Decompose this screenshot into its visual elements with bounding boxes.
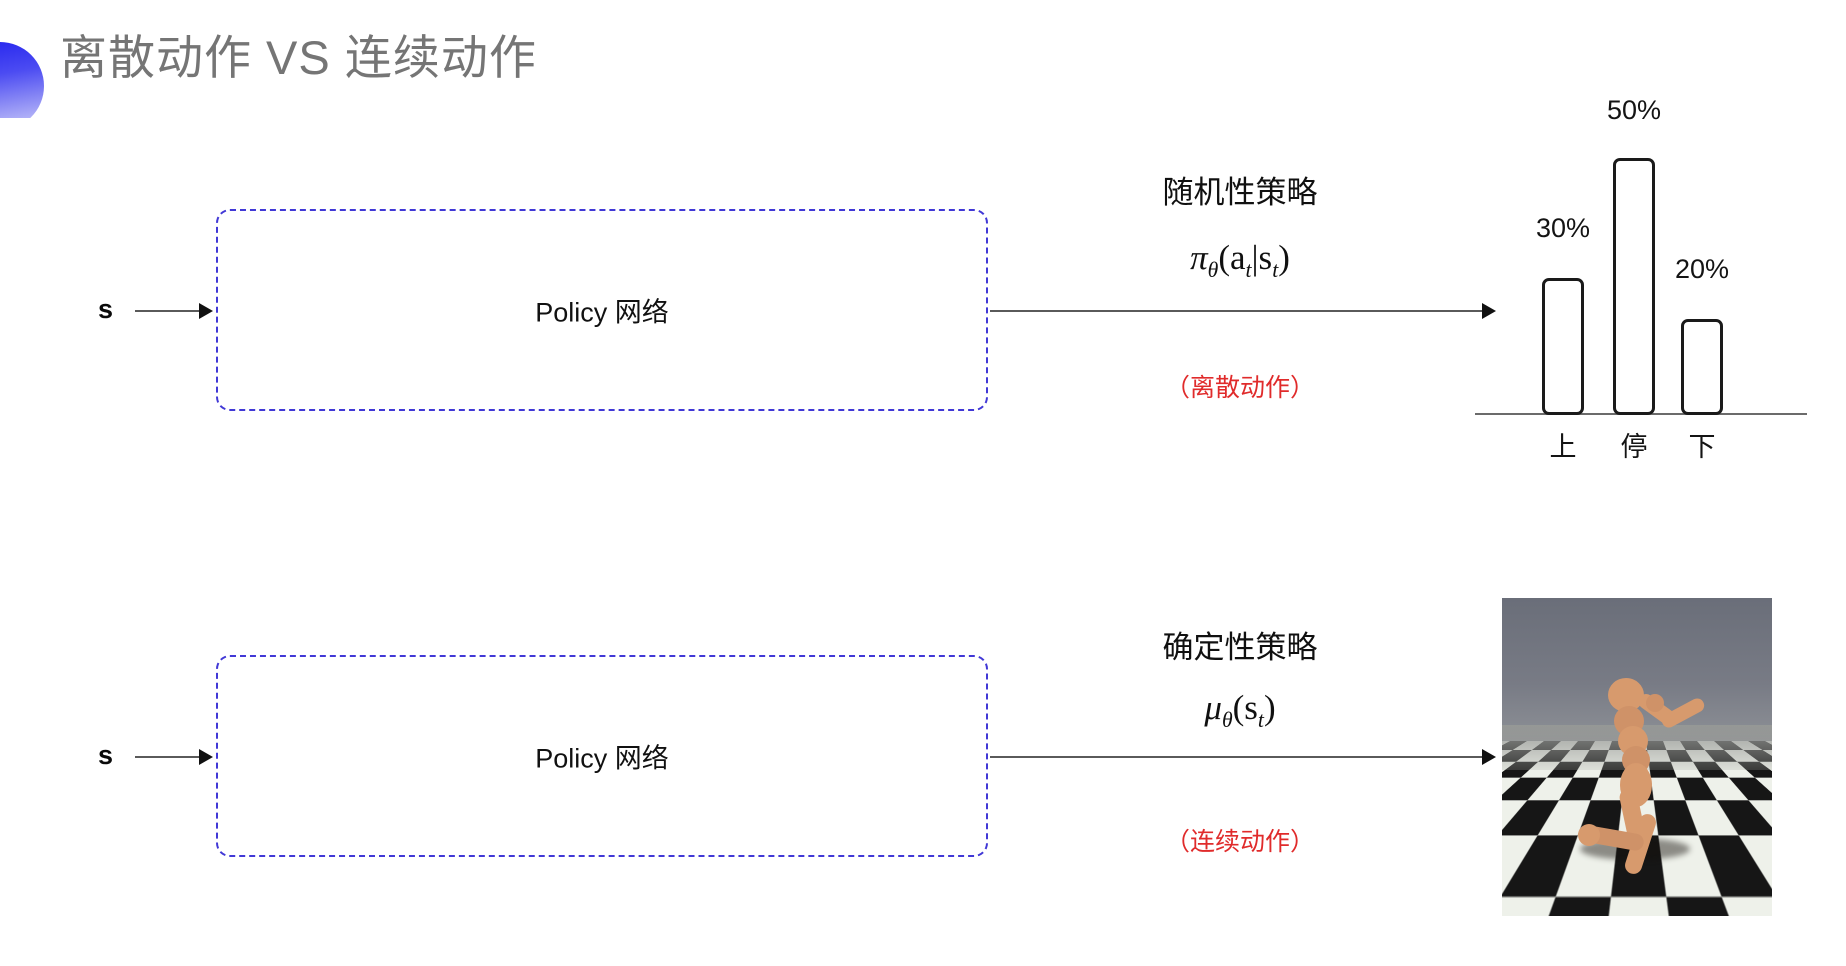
formula-close: ) — [1278, 238, 1290, 277]
input-arrow-head-row2 — [199, 749, 213, 765]
output-arrow-line-row1 — [990, 310, 1490, 312]
formula-open-s: (s — [1232, 688, 1258, 727]
state-label-row2: s — [98, 740, 114, 770]
action-type-note-row2: （连续动作） — [1164, 828, 1316, 856]
formula-mid-s: |s — [1251, 238, 1273, 277]
half-circle-gradient-bullet-icon — [0, 42, 44, 118]
policy-network-label-row1: Policy 网络 — [535, 297, 669, 328]
output-arrow-line-row2 — [990, 756, 1490, 758]
bar-category-stop: 停 — [1620, 432, 1648, 462]
title-bullet-decoration — [0, 18, 46, 118]
input-arrow-line-row2 — [135, 756, 207, 758]
bar-up — [1542, 278, 1584, 415]
bar-value-up: 30% — [1535, 213, 1591, 243]
input-arrow-line-row1 — [135, 310, 207, 312]
formula-mu: μ — [1204, 688, 1222, 727]
policy-formula-row1: πθ(at|st) — [1190, 238, 1290, 283]
formula-sub-t-1: t — [1245, 258, 1252, 282]
output-arrow-head-row2 — [1482, 749, 1496, 765]
bar-down — [1681, 319, 1723, 415]
bar-value-down: 20% — [1674, 254, 1730, 284]
policy-network-box-row2[interactable]: Policy 网络 — [216, 655, 988, 857]
formula-sub-t-3: t — [1257, 708, 1264, 732]
formula-theta: θ — [1207, 258, 1219, 282]
formula-theta-2: θ — [1221, 708, 1233, 732]
policy-network-box-row1[interactable]: Policy 网络 — [216, 209, 988, 411]
discrete-action-bar-chart: 30% 上 50% 停 20% 下 — [1470, 95, 1810, 462]
sim-humanoid-foot — [1578, 824, 1600, 846]
policy-type-title-row2: 确定性策略 — [1162, 630, 1318, 665]
policy-formula-row2: μθ(st) — [1204, 688, 1275, 733]
bar-value-stop: 50% — [1606, 95, 1662, 125]
policy-network-label-row2: Policy 网络 — [535, 743, 669, 774]
page-title: 离散动作 VS 连续动作 — [60, 31, 537, 84]
humanoid-simulation-image — [1502, 598, 1772, 916]
bar-category-down: 下 — [1688, 432, 1716, 462]
action-type-note-row1: （离散动作） — [1164, 374, 1316, 402]
bar-category-up: 上 — [1549, 432, 1577, 462]
output-arrow-head-row1 — [1482, 303, 1496, 319]
policy-type-title-row1: 随机性策略 — [1162, 175, 1318, 210]
input-arrow-head-row1 — [199, 303, 213, 319]
formula-close-2: ) — [1263, 688, 1276, 727]
formula-sub-t-2: t — [1272, 258, 1279, 282]
state-label-row1: s — [98, 294, 114, 324]
formula-pi: π — [1190, 238, 1208, 277]
formula-open-a: (a — [1218, 238, 1246, 277]
sim-humanoid-fist — [1646, 694, 1664, 712]
bar-stop — [1613, 158, 1655, 415]
